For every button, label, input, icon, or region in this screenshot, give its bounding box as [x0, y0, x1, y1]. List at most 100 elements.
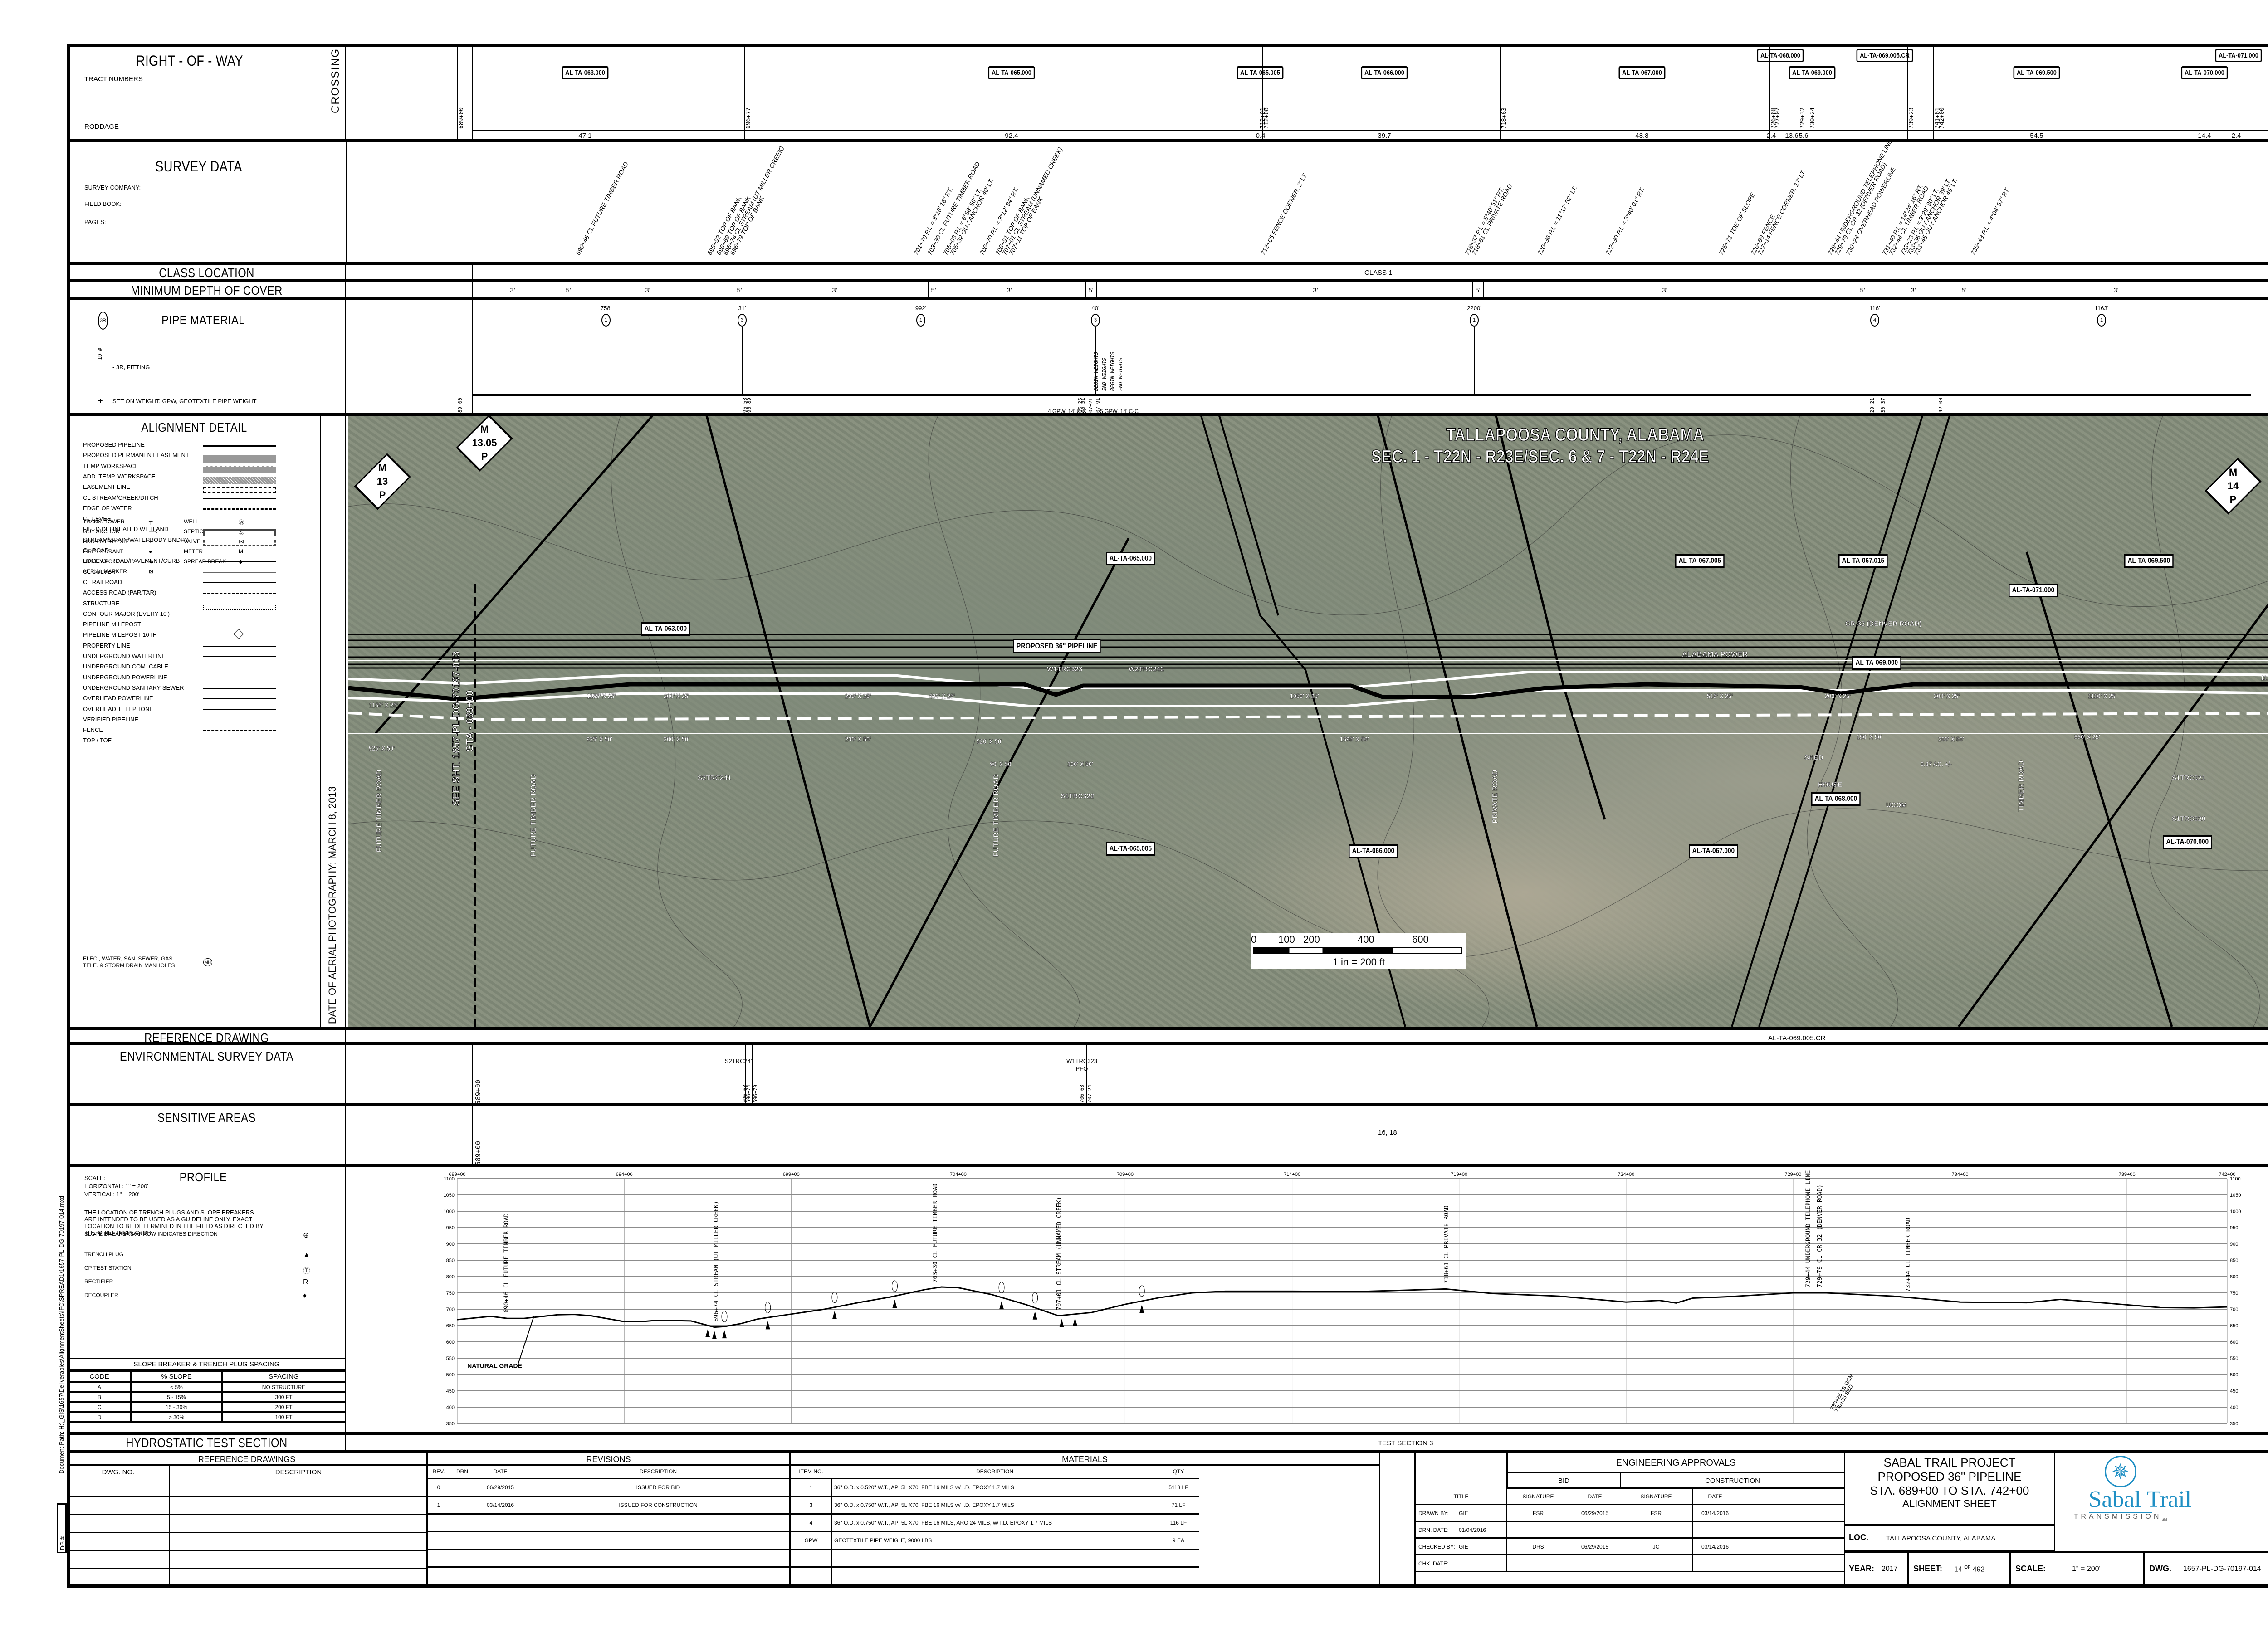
env-station-text: 707+24 [1087, 1085, 1093, 1103]
feature-label: S1TRC321 [2172, 774, 2206, 782]
legend-label: CL CULVERT [83, 568, 119, 575]
point-legend-label: GUY ANCHOR [83, 528, 120, 535]
svg-text:900: 900 [2230, 1242, 2238, 1247]
svg-text:400: 400 [2230, 1405, 2238, 1410]
class-location-label-cell: CLASS LOCATION [67, 265, 346, 280]
station-label: 689+00 [458, 96, 466, 130]
workspace-label: 1110' X 25' [2260, 674, 2268, 682]
weight-text: BEGIN WEIGHTS [1093, 351, 1099, 391]
survey-data-label-cell: SURVEY DATA SURVEY COMPANY: FIELD BOOK: … [67, 142, 473, 262]
hydrostatic-title: HYDROSTATIC TEST SECTION [126, 1436, 288, 1450]
profile-symbol-label: TRENCH PLUG [84, 1251, 124, 1258]
approvals-header: SIGNATURE [1522, 1493, 1554, 1500]
station-label: 712+08 [1263, 96, 1271, 130]
revisions-row [428, 1550, 791, 1568]
env-station-line [745, 1045, 746, 1103]
env-station-text: 696+74 [746, 1085, 752, 1103]
approvals-header: DATE [1588, 1493, 1602, 1500]
title-line-1: SABAL TRAIL PROJECT [1883, 1456, 2016, 1469]
legend-symbol-icon [203, 445, 276, 447]
workspace-label: 200' X 25' [664, 692, 690, 701]
legend-label: PROPOSED PERMANENT EASEMENT [83, 452, 189, 459]
map-tract-label: AL-TA-070.000 [2163, 835, 2212, 849]
revisions-title: REVISIONS [428, 1453, 789, 1466]
station-label: 727+07 [1774, 96, 1783, 130]
workspace-label: 490' X 25' [929, 692, 955, 701]
materials-cell: 9 EA [1172, 1537, 1184, 1544]
svg-text:650: 650 [446, 1323, 455, 1329]
legend-symbol-icon [203, 656, 276, 657]
loc-value: TALLAPOOSA COUNTY, ALABAMA [1886, 1535, 1996, 1542]
station-divider [744, 44, 745, 139]
point-legend-label: UTILITY POLE [83, 558, 119, 565]
pipe-station: 707+21 [1088, 398, 1095, 418]
materials-cell: 5113 LF [1168, 1484, 1188, 1491]
pipe-crossing-cell [346, 300, 473, 413]
survey-feature: 718+37 P.I. = 5°40' 51" RT. [1463, 185, 1505, 256]
profile-vertical: VERTICAL: 1" = 200' [84, 1191, 140, 1198]
legend-symbol-icon [203, 709, 276, 710]
map-tract-label: AL-TA-071.000 [2009, 584, 2058, 597]
tract-numbers-label: TRACT NUMBERS [84, 75, 143, 83]
approvals-col-divider [1506, 1505, 1507, 1521]
workspace-label: 1155' X 25' [369, 702, 398, 710]
approvals-cell: FSR [1651, 1510, 1662, 1516]
svg-text:729+00: 729+00 [1784, 1172, 1801, 1177]
approvals-col-divider [1506, 1555, 1507, 1571]
workspace-label: 1050' X 25' [1290, 692, 1319, 701]
pipe-id-bubble-icon: 4 [1870, 314, 1879, 327]
road-label: PRIVATE ROAD [1491, 770, 1501, 860]
svg-text:750: 750 [446, 1291, 455, 1296]
septic-icon: Ⓢ [239, 529, 244, 536]
road-label-text: PRIVATE ROAD [1491, 770, 1500, 824]
svg-text:729+79 CL CR-32 (DENVER ROAD): 729+79 CL CR-32 (DENVER ROAD) [1817, 1185, 1823, 1287]
legend-label: CONTOUR MAJOR (EVERY 10') [83, 610, 170, 617]
workspace-label: 520' X 50' [977, 738, 1003, 746]
legend-label: EDGE OF WATER [83, 504, 132, 512]
legend-label: EDGE OF ROAD/PAVEMENT/CURB [83, 557, 180, 565]
svg-text:900: 900 [446, 1242, 455, 1247]
pipe-id-bubble-icon: 1 [2097, 314, 2106, 327]
title-line-2: PROPOSED 36" PIPELINE [1877, 1470, 2022, 1483]
year-cell: YEAR: 2017 [1845, 1553, 1909, 1588]
svg-text:714+00: 714+00 [1284, 1172, 1300, 1177]
svg-text:800: 800 [446, 1274, 455, 1280]
aerial-map[interactable]: TALLAPOOSA COUNTY, ALABAMA SEC. 1 - T22N… [348, 416, 2268, 1027]
svg-text:950: 950 [446, 1225, 455, 1231]
feature-label: SHED [1804, 754, 1823, 762]
depth-value: 3' [645, 287, 650, 294]
profile-scale-label: SCALE: [84, 1175, 106, 1181]
crossing-label: CROSSING [329, 48, 342, 114]
pipe-length: 992' [915, 305, 927, 312]
depth-value: 3' [832, 287, 837, 294]
legend-label: ADD. TEMP. WORKSPACE [83, 473, 156, 480]
survey-data-band: SURVEY DATA SURVEY COMPANY: FIELD BOOK: … [67, 138, 2268, 265]
point-legend-label: SEPTIC [184, 528, 204, 535]
approvals-cell: FSR [1533, 1510, 1544, 1516]
sens-crossing-cell [346, 1106, 473, 1164]
svg-text:400: 400 [446, 1405, 455, 1410]
depth-label-cell: MINIMUM DEPTH OF COVER [67, 282, 346, 297]
weight-marker: END WEIGHTS [1118, 327, 1125, 391]
reference-drawings-title: REFERENCE DRAWINGS [67, 1453, 426, 1466]
legend-label: STREAM/DRAIN/WATERBODY BNDRY [83, 536, 189, 543]
depth-value: 5' [737, 287, 742, 294]
pipe-station-text: 729+21 [1869, 398, 1875, 416]
station-text: 730+24 [1809, 107, 1816, 129]
approvals-col-divider [1692, 1522, 1693, 1537]
station-text: 727+07 [1774, 107, 1781, 129]
materials-row [791, 1550, 1199, 1568]
environmental-label-cell: ENVIRONMENTAL SURVEY DATA [67, 1045, 346, 1103]
document-path: Document Path: H:\_GIS\1657\Deliverables… [58, 1196, 65, 1474]
roddage-value: 2.4 [1766, 132, 1776, 140]
spacing-row: A< 5%NO STRUCTURE [67, 1381, 347, 1393]
materials-col-divider [831, 1479, 832, 1496]
pipe-leader [742, 327, 743, 395]
approvals-row: DRN. DATE:01/04/2016 [1416, 1522, 1845, 1539]
